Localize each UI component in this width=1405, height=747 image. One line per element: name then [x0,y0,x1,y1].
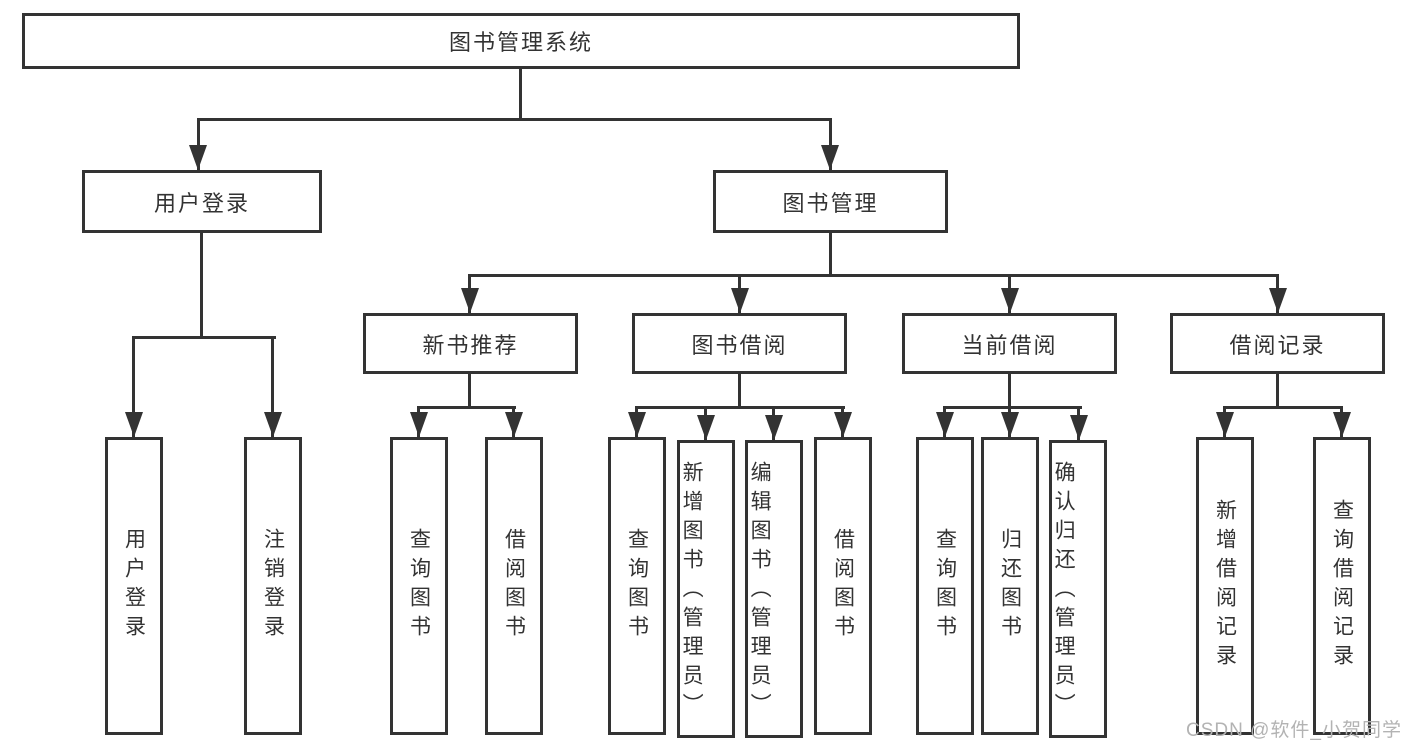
leaf-logout-login-label: 注销登录 [261,528,285,644]
leaf-return-books: 归还图书 [981,437,1039,735]
arrowhead-b1 [410,412,428,437]
arrow-line-leaf-logout [271,336,274,437]
leaf-user-login-label: 用户登录 [122,528,146,644]
connector-records-stub [1276,374,1279,406]
arrow-line-leaf-login [132,336,135,437]
arrowhead-d2 [1001,412,1019,437]
leaf-query-books-recommend: 查询图书 [390,437,448,735]
connector-book-mgmt-hbar [468,274,1279,277]
leaf-confirm-return-admin-label: 确认归还（管理员） [1052,461,1076,722]
leaf-edit-books-admin: 编辑图书（管理员） [745,440,803,738]
node-user-login: 用户登录 [82,170,322,233]
arrowhead-leaf-logout [264,412,282,437]
arrowhead-borrowing [731,288,749,313]
connector-current-hbar [943,406,1082,409]
arrowhead-current [1001,288,1019,313]
arrowhead-d1 [936,412,954,437]
arrowhead-b2 [505,412,523,437]
leaf-borrow-books-recommend-label: 借阅图书 [502,528,526,644]
node-current-borrowing: 当前借阅 [902,313,1117,374]
leaf-borrow-books-borrowing-label: 借阅图书 [831,528,855,644]
connector-recommend-hbar [417,406,516,409]
leaf-add-borrow-record: 新增借阅记录 [1196,437,1254,735]
connector-current-stub [1008,374,1011,406]
leaf-edit-books-admin-label: 编辑图书（管理员） [748,461,772,722]
leaf-add-books-admin-label: 新增图书（管理员） [680,461,704,722]
leaf-logout-login: 注销登录 [244,437,302,735]
leaf-borrow-books-borrowing: 借阅图书 [814,437,872,735]
node-new-book-recommendation: 新书推荐 [363,313,578,374]
arrowhead-e1 [1216,412,1234,437]
arrowhead-leaf-login [125,412,143,437]
arrowhead-c2 [697,415,715,440]
connector-borrowing-stub [738,374,741,406]
watermark: CSDN @软件_小贺同学 [1186,720,1402,741]
leaf-add-borrow-record-label: 新增借阅记录 [1213,499,1237,673]
leaf-add-books-admin: 新增图书（管理员） [677,440,735,738]
arrowhead-c3 [765,415,783,440]
node-borrowing-records: 借阅记录 [1170,313,1385,374]
leaf-query-borrow-record: 查询借阅记录 [1313,437,1371,735]
arrow-line-user-login [197,118,200,170]
node-book-borrowing: 图书借阅 [632,313,847,374]
leaf-query-books-current: 查询图书 [916,437,974,735]
arrowhead-book-management [821,145,839,170]
arrowhead-c1 [628,412,646,437]
leaf-return-books-label: 归还图书 [998,528,1022,644]
leaf-user-login: 用户登录 [105,437,163,735]
node-root: 图书管理系统 [22,13,1020,69]
arrowhead-user-login [189,145,207,170]
leaf-query-borrow-record-label: 查询借阅记录 [1330,499,1354,673]
leaf-query-books-borrowing-label: 查询图书 [625,528,649,644]
leaf-borrow-books-recommend: 借阅图书 [485,437,543,735]
arrowhead-records [1269,288,1287,313]
connector-user-login-hbar [132,336,276,339]
arrowhead-c4 [834,412,852,437]
connector-recommend-stub [468,374,471,406]
leaf-query-books-borrowing: 查询图书 [608,437,666,735]
connector-records-hbar [1223,406,1343,409]
connector-borrowing-hbar [635,406,845,409]
node-book-management: 图书管理 [713,170,948,233]
connector-user-login-stub [200,233,203,336]
connector-root-stub [519,69,522,118]
connector-root-hbar [197,118,832,121]
leaf-confirm-return-admin: 确认归还（管理员） [1049,440,1107,738]
arrowhead-e2 [1333,412,1351,437]
leaf-query-books-current-label: 查询图书 [933,528,957,644]
leaf-query-books-recommend-label: 查询图书 [407,528,431,644]
arrow-line-book-management [829,118,832,170]
connector-book-mgmt-stub [829,233,832,274]
arrowhead-d3 [1070,415,1088,440]
arrowhead-recommend [461,288,479,313]
